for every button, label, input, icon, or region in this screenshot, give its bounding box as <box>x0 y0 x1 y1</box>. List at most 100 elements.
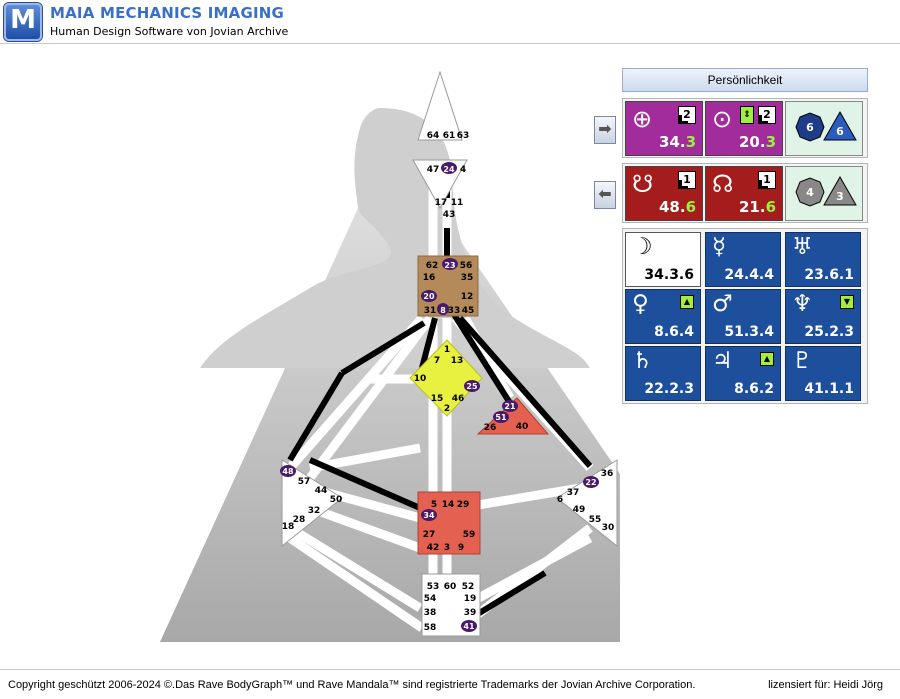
south-node-tile[interactable]: ☋ 1 48.6 <box>625 166 703 221</box>
gate-59[interactable]: 59 <box>463 530 476 540</box>
gate-3[interactable]: 3 <box>444 543 450 553</box>
gate-16[interactable]: 16 <box>423 273 436 283</box>
gate-8[interactable]: 8 <box>440 306 446 315</box>
planet-tile-uranus[interactable]: ♅ 23.6.1 <box>785 232 861 287</box>
gate-46[interactable]: 46 <box>452 394 465 404</box>
gate-43[interactable]: 43 <box>443 210 456 220</box>
gate-21[interactable]: 21 <box>504 402 516 411</box>
gate-20[interactable]: 20 <box>423 292 435 301</box>
gate-60[interactable]: 60 <box>444 582 457 592</box>
previous-arrow-button[interactable]: ⬅ <box>594 181 616 209</box>
earth-tile[interactable]: ⊙ ⇕ 2 20.3 <box>705 101 783 156</box>
gate-17[interactable]: 17 <box>435 198 448 208</box>
planet-value: 8.6.2 <box>734 381 774 397</box>
color-tone-tile[interactable]: 6 6 <box>785 101 863 156</box>
gate-55[interactable]: 55 <box>589 515 602 525</box>
app-title: MAIA MECHANICS IMAGING <box>50 4 285 22</box>
gate-48[interactable]: 48 <box>282 467 294 476</box>
gate-58[interactable]: 58 <box>424 623 437 633</box>
earth-value: 20.3 <box>738 133 776 151</box>
gate-30[interactable]: 30 <box>602 523 615 533</box>
gate-56[interactable]: 56 <box>460 261 473 271</box>
gate-13[interactable]: 13 <box>451 356 464 366</box>
gate-9[interactable]: 9 <box>458 543 464 553</box>
gate-1[interactable]: 1 <box>444 345 450 355</box>
planet-tile-jupiter[interactable]: ♃ ▲ 8.6.2 <box>705 346 781 401</box>
spleen-center[interactable] <box>281 459 343 548</box>
gate-51[interactable]: 51 <box>495 413 507 422</box>
gate-40[interactable]: 40 <box>516 422 529 432</box>
personality-panel: Persönlichkeit ⊕ 2 34.3 ⊙ ⇕ 2 20.3 6 6 <box>622 68 870 404</box>
gate-5[interactable]: 5 <box>431 500 437 510</box>
gate-34[interactable]: 34 <box>423 511 435 520</box>
gate-45[interactable]: 45 <box>462 306 475 316</box>
gate-44[interactable]: 44 <box>315 486 328 496</box>
arrow-right-icon: ➡ <box>598 119 612 138</box>
gate-22[interactable]: 22 <box>585 478 596 487</box>
gate-33[interactable]: 33 <box>448 306 461 316</box>
gate-35[interactable]: 35 <box>461 273 474 283</box>
gate-64[interactable]: 64 <box>427 131 440 141</box>
gate-47[interactable]: 47 <box>427 165 440 175</box>
planet-value: 22.2.3 <box>644 381 694 397</box>
planet-value: 23.6.1 <box>804 267 854 283</box>
tone-box: 2 <box>758 106 776 124</box>
planet-tile-saturn[interactable]: ♄ 22.2.3 <box>625 346 701 401</box>
gate-4[interactable]: 4 <box>460 165 466 175</box>
south-node-value: 48.6 <box>658 198 696 216</box>
gate-52[interactable]: 52 <box>462 582 475 592</box>
gate-54[interactable]: 54 <box>424 594 437 604</box>
gate-32[interactable]: 32 <box>308 506 321 516</box>
gate-57[interactable]: 57 <box>298 477 311 487</box>
gate-28[interactable]: 28 <box>293 515 306 525</box>
uranus-icon: ♅ <box>792 234 813 260</box>
planet-tile-venus[interactable]: ♀ ▲ 8.6.4 <box>625 289 701 344</box>
planet-tile-mars[interactable]: ♂ 51.3.4 <box>705 289 781 344</box>
next-arrow-button[interactable]: ➡ <box>594 116 616 144</box>
venus-icon: ♀ <box>632 291 649 317</box>
gate-12[interactable]: 12 <box>461 292 474 302</box>
gate-18[interactable]: 18 <box>282 522 295 532</box>
gate-41[interactable]: 41 <box>463 622 475 631</box>
north-node-tile[interactable]: ☊ 1 21.6 <box>705 166 783 221</box>
gate-61[interactable]: 61 <box>443 131 456 141</box>
planet-tile-pluto[interactable]: ♇ 41.1.1 <box>785 346 861 401</box>
gate-42[interactable]: 42 <box>427 543 440 553</box>
gate-24[interactable]: 24 <box>443 165 455 174</box>
gate-63[interactable]: 63 <box>457 131 470 141</box>
gate-11[interactable]: 11 <box>451 198 464 208</box>
gate-29[interactable]: 29 <box>457 500 470 510</box>
app-subtitle: Human Design Software von Jovian Archive <box>50 25 289 38</box>
gate-27[interactable]: 27 <box>423 530 436 540</box>
gate-2[interactable]: 2 <box>444 404 450 414</box>
gate-10[interactable]: 10 <box>414 374 427 384</box>
gate-38[interactable]: 38 <box>424 608 437 618</box>
sun-value: 34.3 <box>658 133 696 151</box>
color-tone-tile-2[interactable]: 4 3 <box>785 166 863 221</box>
planet-tile-mercury[interactable]: ☿ 24.4.4 <box>705 232 781 287</box>
active-gate-markers <box>280 162 599 632</box>
gate-23[interactable]: 23 <box>444 261 455 270</box>
gate-50[interactable]: 50 <box>330 495 343 505</box>
gate-53[interactable]: 53 <box>427 582 440 592</box>
gate-15[interactable]: 15 <box>431 394 444 404</box>
gate-37[interactable]: 37 <box>567 488 580 498</box>
sacral-center[interactable] <box>417 491 481 555</box>
gate-36[interactable]: 36 <box>601 469 614 479</box>
planet-tile-neptune[interactable]: ♆ ▼ 25.2.3 <box>785 289 861 344</box>
gate-14[interactable]: 14 <box>442 500 455 510</box>
gate-26[interactable]: 26 <box>484 423 497 433</box>
gate-19[interactable]: 19 <box>464 594 477 604</box>
head-center[interactable] <box>417 70 463 141</box>
gate-25[interactable]: 25 <box>466 382 478 391</box>
planet-tile-moon[interactable]: ☽ 34.3.6 <box>625 232 701 287</box>
bodygraph[interactable]: 64 61 63 47 24 4 17 11 43 62 23 56 16 35… <box>160 68 620 648</box>
gate-7[interactable]: 7 <box>434 356 440 366</box>
gate-62[interactable]: 62 <box>426 261 439 271</box>
gate-39[interactable]: 39 <box>464 608 477 618</box>
g-center[interactable] <box>409 339 483 417</box>
gate-6[interactable]: 6 <box>557 495 563 505</box>
sun-tile[interactable]: ⊕ 2 34.3 <box>625 101 703 156</box>
gate-49[interactable]: 49 <box>573 505 586 515</box>
gate-31[interactable]: 31 <box>424 306 437 316</box>
